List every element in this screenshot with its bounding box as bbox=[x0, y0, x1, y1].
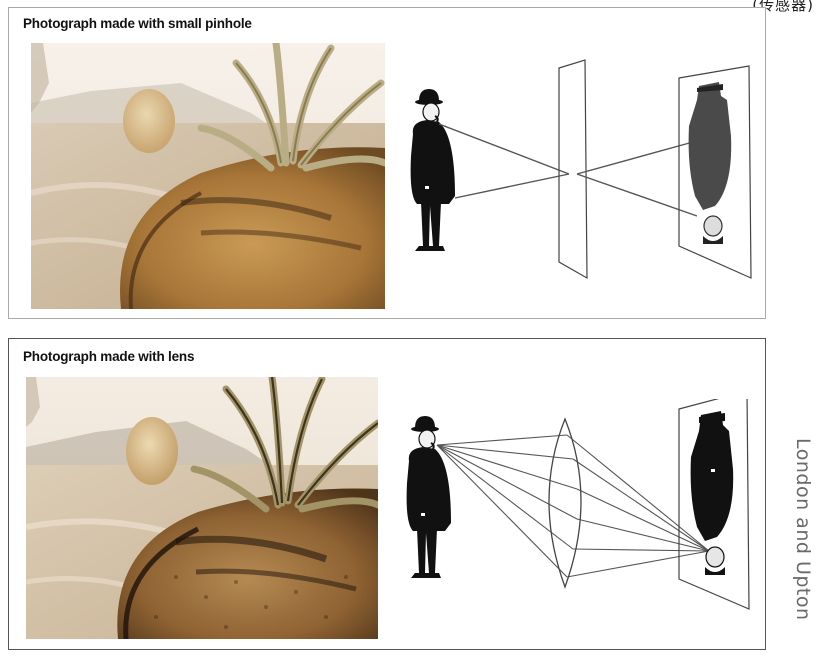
man-in-bowler-hat-icon bbox=[406, 416, 451, 578]
convex-lens-icon bbox=[548, 417, 582, 589]
image-plane bbox=[678, 399, 750, 610]
lens-photograph bbox=[26, 377, 378, 639]
pinhole-screen bbox=[558, 59, 588, 280]
corner-label: (传感器) bbox=[752, 0, 814, 14]
inverted-image-icon bbox=[690, 411, 734, 575]
inverted-image-icon bbox=[688, 82, 732, 244]
lens-diagram bbox=[406, 399, 750, 610]
man-in-bowler-hat-icon bbox=[410, 89, 455, 251]
pinhole-panel-title: Photograph made with small pinhole bbox=[23, 16, 252, 31]
lens-panel-title: Photograph made with lens bbox=[23, 349, 195, 364]
pinhole-photograph bbox=[31, 43, 385, 309]
image-plane bbox=[678, 65, 752, 279]
pinhole-diagram bbox=[410, 59, 752, 280]
lens-panel: Photograph made with lens bbox=[8, 338, 766, 650]
pinhole-panel: Photograph made with small pinhole bbox=[8, 7, 766, 319]
credit-label: London and Upton bbox=[792, 438, 814, 621]
